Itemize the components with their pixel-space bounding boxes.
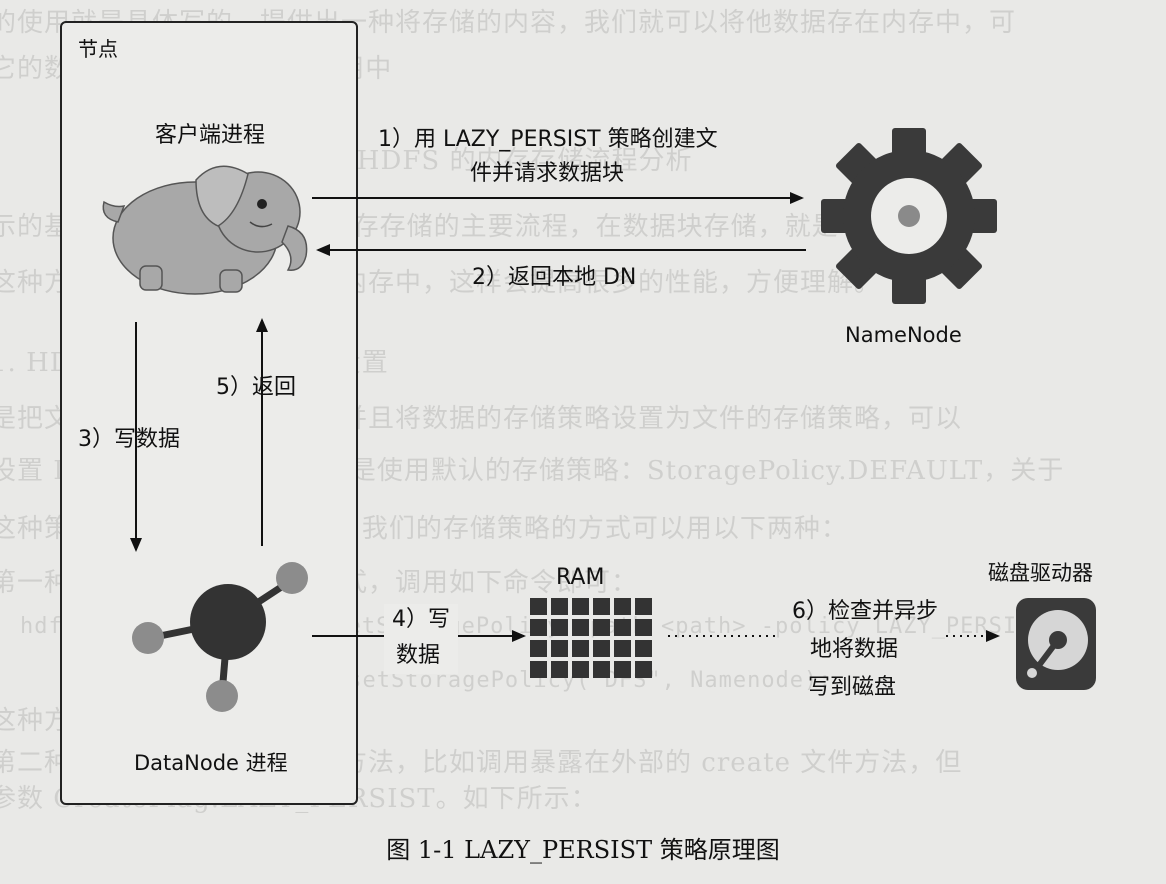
background-text-line: 3 HDFS 的内存存储流程分析 (330, 146, 693, 176)
step5-label: 5）返回 (216, 375, 296, 400)
disk-drive-icon (1016, 598, 1096, 690)
datanode-icon (132, 562, 308, 712)
step4-label-line2: 数据 (396, 643, 440, 668)
step6-label-line2: 地将数据 (810, 637, 898, 662)
ram-cell (635, 619, 652, 636)
figure-caption: 图 1-1 LAZY_PERSIST 策略原理图 (0, 830, 1166, 865)
ram-cell (614, 598, 631, 615)
hadoop-elephant-icon (102, 165, 308, 295)
ram-cell (572, 640, 589, 657)
disk-drive-label: 磁盘驱动器 (988, 561, 1093, 585)
client-process-label: 客户端进程 (155, 123, 265, 148)
step6-label-line1: 6）检查并异步 (792, 599, 938, 624)
ram-cell (593, 661, 610, 678)
ram-grid-icon (530, 598, 652, 678)
ram-cell (635, 640, 652, 657)
step1-label-line2: 件并请求数据块 (470, 161, 624, 186)
ram-cell (572, 598, 589, 615)
ram-cell (530, 619, 547, 636)
namenode-gear-icon (821, 128, 997, 304)
ram-cell (614, 619, 631, 636)
ram-cell (635, 661, 652, 678)
ram-cell (614, 640, 631, 657)
ram-cell (614, 661, 631, 678)
namenode-label: NameNode (845, 323, 962, 347)
figure-caption-text: 图 1-1 LAZY_PERSIST 策略原理图 (380, 836, 786, 864)
ram-label: RAM (556, 565, 604, 590)
step2-label: 2）返回本地 DN (472, 265, 636, 290)
step4-label-line1: 4）写 (392, 607, 450, 632)
ram-cell (635, 598, 652, 615)
ram-cell (530, 661, 547, 678)
ram-cell (551, 598, 568, 615)
datanode-process-label: DataNode 进程 (134, 751, 288, 775)
step4-label-backdrop (384, 604, 458, 674)
ram-cell (593, 619, 610, 636)
ram-cell (551, 640, 568, 657)
step3-label: 3）写数据 (78, 427, 180, 452)
ram-cell (551, 619, 568, 636)
ram-cell (551, 661, 568, 678)
ram-cell (572, 661, 589, 678)
ram-cell (530, 598, 547, 615)
node-box-label: 节点 (78, 37, 118, 61)
ram-cell (572, 619, 589, 636)
ram-cell (593, 598, 610, 615)
ram-cell (530, 640, 547, 657)
ram-cell (593, 640, 610, 657)
step1-label-line1: 1）用 LAZY_PERSIST 策略创建文 (378, 127, 718, 152)
step6-label-line3: 写到磁盘 (808, 675, 896, 700)
